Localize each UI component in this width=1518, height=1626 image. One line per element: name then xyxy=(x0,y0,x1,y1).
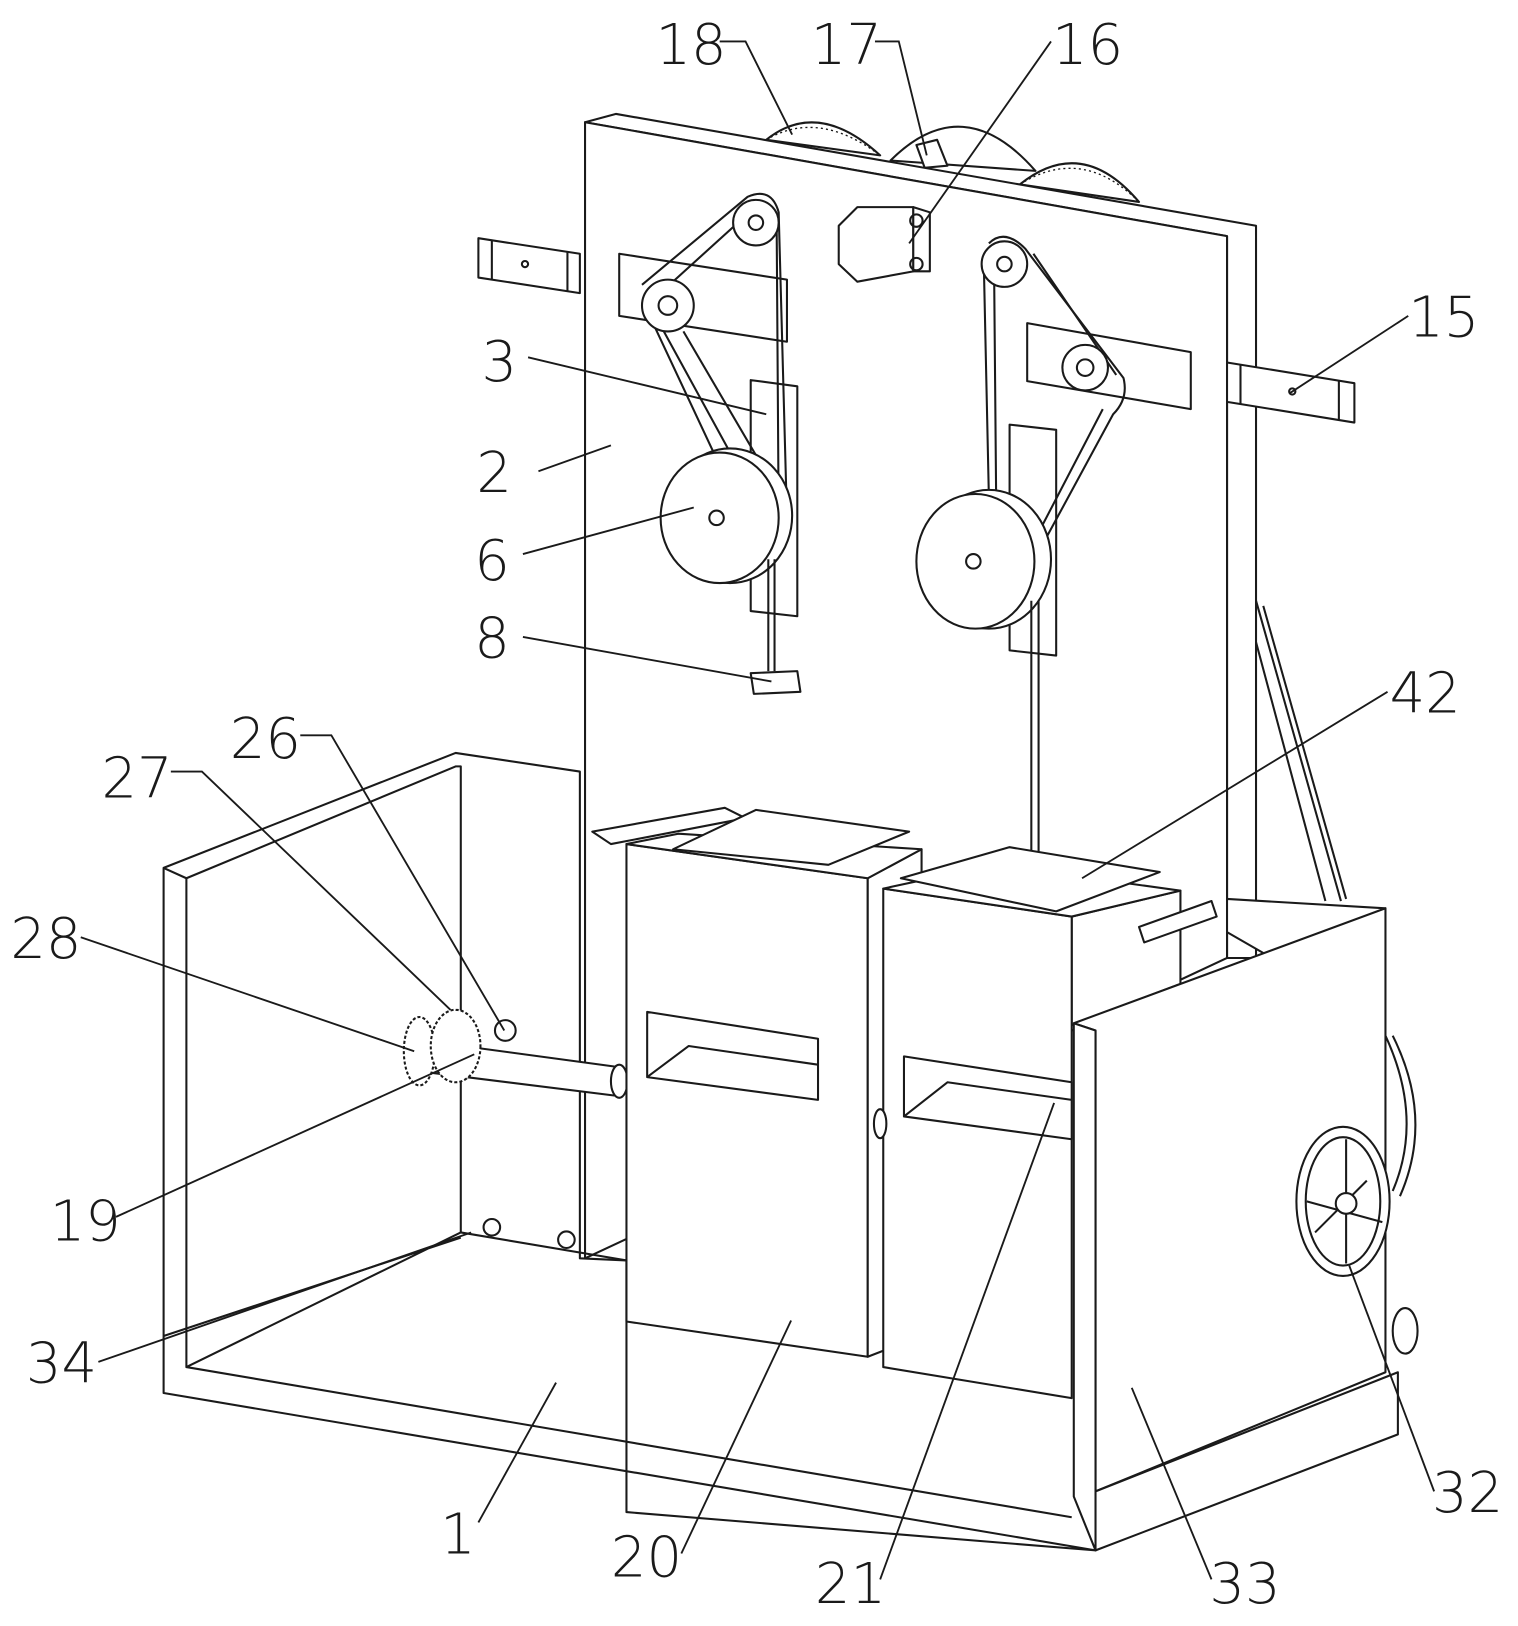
cylinder-left xyxy=(478,238,579,293)
label-2: 2 xyxy=(476,441,512,506)
label-16: 16 xyxy=(1052,13,1123,78)
label-18: 18 xyxy=(655,13,726,78)
label-3: 3 xyxy=(481,330,517,395)
label-34: 34 xyxy=(26,1332,97,1397)
label-6: 6 xyxy=(474,529,510,594)
label-27: 27 xyxy=(101,746,172,811)
label-33: 33 xyxy=(1209,1552,1280,1617)
label-8: 8 xyxy=(474,607,510,672)
label-42: 42 xyxy=(1390,662,1461,727)
label-32: 32 xyxy=(1432,1461,1503,1526)
handwheel xyxy=(1296,1127,1389,1276)
label-20: 20 xyxy=(611,1525,682,1590)
label-21: 21 xyxy=(815,1552,886,1617)
label-1: 1 xyxy=(440,1502,476,1567)
label-17: 17 xyxy=(811,13,882,78)
label-26: 26 xyxy=(230,707,301,772)
label-19: 19 xyxy=(50,1190,121,1255)
label-28: 28 xyxy=(10,907,81,972)
label-15: 15 xyxy=(1408,286,1479,351)
motor xyxy=(839,207,930,282)
box-20 xyxy=(592,808,921,1357)
